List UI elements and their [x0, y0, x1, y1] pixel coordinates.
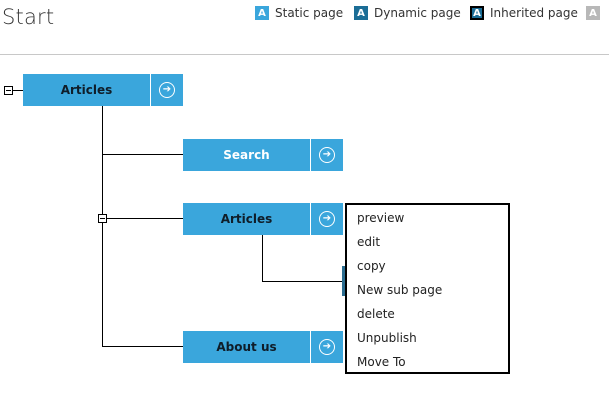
tree-connector [262, 234, 263, 282]
menu-item-delete[interactable]: delete [357, 307, 395, 321]
legend-label: Dynamic page [374, 6, 461, 20]
collapse-toggle-root[interactable] [4, 86, 13, 95]
legend-label: Static page [275, 6, 344, 20]
node-label[interactable]: About us [216, 340, 277, 354]
legend-label: Inherited page [490, 6, 578, 20]
disabled-page-icon: A [586, 6, 600, 20]
node-label[interactable]: Search [223, 148, 270, 162]
tree-node-articles[interactable]: Articles ➔ [183, 203, 343, 235]
menu-item-edit[interactable]: edit [357, 235, 381, 249]
menu-item-unpublish[interactable]: Unpublish [357, 331, 417, 345]
tree-connector [102, 346, 183, 347]
inherited-page-icon: A [470, 6, 484, 20]
tree-connector [102, 218, 183, 219]
legend-inherited-page: A Inherited page [470, 5, 578, 21]
menu-item-new-sub-page[interactable]: New sub page [357, 283, 443, 297]
node-label[interactable]: Articles [220, 212, 273, 226]
go-to-page-button[interactable]: ➔ [310, 331, 343, 363]
arrow-right-icon: ➔ [159, 82, 175, 98]
go-to-page-button[interactable]: ➔ [150, 74, 183, 106]
node-label[interactable]: Articles [60, 83, 113, 97]
static-page-icon: A [255, 6, 269, 20]
legend-static-page: A Static page [255, 5, 343, 21]
tree-connector [262, 281, 345, 282]
tree-connector [102, 106, 103, 347]
context-menu: preview edit copy New sub page delete Un… [345, 203, 510, 374]
hidden-sub-page-node [342, 266, 345, 296]
page-title: Start [2, 5, 55, 29]
arrow-right-icon: ➔ [319, 211, 335, 227]
tree-node-root-articles[interactable]: Articles ➔ [23, 74, 183, 106]
legend-dynamic-page: A Dynamic page [354, 5, 461, 21]
tree-connector [13, 90, 23, 91]
menu-item-move-to[interactable]: Move To [357, 355, 406, 369]
menu-item-copy[interactable]: copy [357, 259, 386, 273]
menu-item-preview[interactable]: preview [357, 211, 405, 225]
header-divider [0, 54, 609, 55]
arrow-right-icon: ➔ [319, 147, 335, 163]
tree-node-search[interactable]: Search ➔ [183, 139, 343, 171]
tree-node-about-us[interactable]: About us ➔ [183, 331, 343, 363]
go-to-page-button[interactable]: ➔ [310, 203, 343, 235]
legend-disabled-page: A [586, 5, 606, 21]
collapse-toggle-articles[interactable] [98, 214, 107, 223]
arrow-right-icon: ➔ [319, 339, 335, 355]
tree-connector [102, 154, 183, 155]
dynamic-page-icon: A [354, 6, 368, 20]
go-to-page-button[interactable]: ➔ [310, 139, 343, 171]
